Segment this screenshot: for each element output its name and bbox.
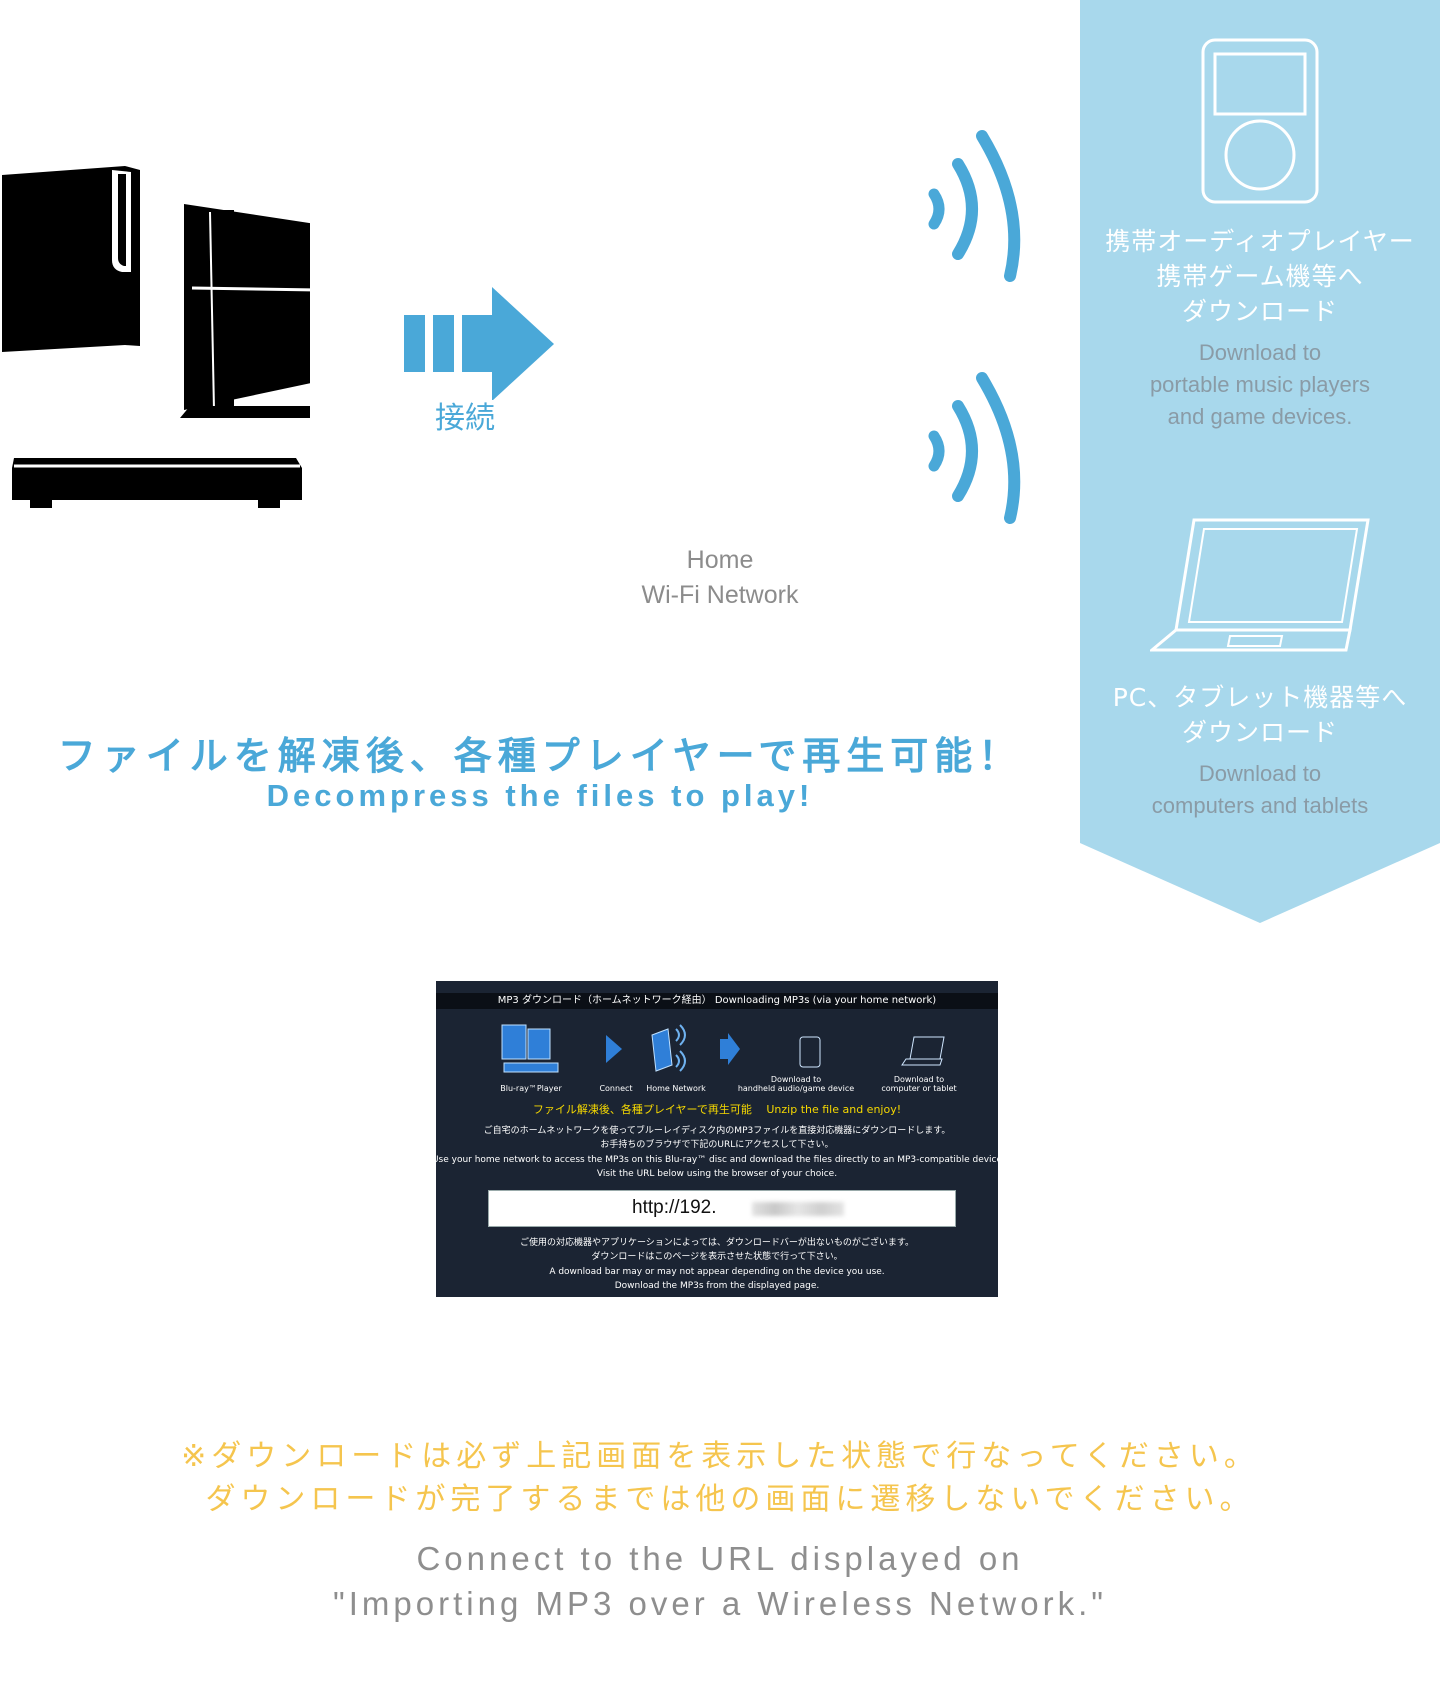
screenshot-footnote: ダウンロードはこのページを表示させた状態で行って下さい。 — [591, 1252, 843, 1262]
laptop-icon — [1150, 518, 1370, 652]
screenshot-instruction: ご自宅のホームネットワークを使ってブルーレイディスク内のMP3ファイルを直接対応… — [483, 1126, 951, 1136]
footer-line-2: "Importing MP3 over a Wireless Network." — [333, 1585, 1107, 1622]
caption-network: Home Network — [646, 1084, 706, 1093]
blurred-address — [752, 1202, 844, 1216]
download-page-screenshot: MP3 ダウンロード（ホームネットワーク経由） Downloading MP3s… — [436, 981, 998, 1297]
screenshot-title: MP3 ダウンロード（ホームネットワーク経由） Downloading MP3s… — [436, 993, 998, 1009]
screenshot-footnote: Download the MP3s from the displayed pag… — [614, 1281, 820, 1291]
headline-jp: ファイルを解凍後、各種プレイヤーで再生可能！ — [57, 734, 1023, 778]
connect-arrow-icon — [404, 287, 554, 400]
screenshot-footnote: ご使用の対応機器やアプリケーションによっては、ダウンロードバーが出ないものがござ… — [519, 1238, 915, 1248]
wifi-signal-icon — [928, 372, 1021, 524]
screenshot-flow-icons — [501, 1024, 945, 1073]
connect-label: 接続 — [435, 401, 495, 436]
pc-target-en: Download to computers and tablets — [1151, 761, 1369, 818]
caption-handheld: Download to handheld audio/game device — [737, 1075, 855, 1093]
url-text: http://192. — [632, 1197, 717, 1218]
caption-player: Blu-ray™Player — [500, 1084, 562, 1093]
footer-line-1: Connect to the URL displayed on — [416, 1540, 1024, 1577]
music-target-en: Download to portable music players and g… — [1149, 340, 1371, 429]
wifi-signal-icon — [928, 130, 1021, 282]
bluray-player-devices-icon — [2, 166, 310, 508]
download-note-line-2: ダウンロードが完了するまでは他の画面に遷移しないでください。 — [205, 1482, 1255, 1517]
caption-computer: Download to computer or tablet — [881, 1075, 957, 1093]
url-field: http://192. — [488, 1190, 956, 1227]
screenshot-instruction: Visit the URL below using the browser of… — [596, 1169, 838, 1179]
screenshot-instruction: お手持ちのブラウザで下記のURLにアクセスして下さい。 — [600, 1140, 834, 1150]
pc-target-jp: PC、タブレット機器等へ ダウンロード — [1112, 683, 1408, 747]
music-player-icon — [1201, 38, 1319, 204]
screenshot-enjoy-line: ファイル解凍後、各種プレイヤーで再生可能 Unzip the file and … — [532, 1103, 902, 1116]
download-note-line-1: ※ダウンロードは必ず上記画面を表示した状態で行なってください。 — [181, 1439, 1259, 1474]
headline-en: Decompress the files to play! — [266, 778, 814, 813]
screenshot-instruction: Use your home network to access the MP3s… — [436, 1155, 998, 1165]
caption-connect: Connect — [599, 1084, 633, 1093]
download-targets-panel — [1080, 0, 1440, 923]
screenshot-footnote: A download bar may or may not appear dep… — [549, 1267, 885, 1277]
music-target-jp: 携帯オーディオプレイヤー 携帯ゲーム機等へ ダウンロード — [1105, 227, 1415, 326]
home-network-label: Home Wi-Fi Network — [641, 546, 799, 609]
